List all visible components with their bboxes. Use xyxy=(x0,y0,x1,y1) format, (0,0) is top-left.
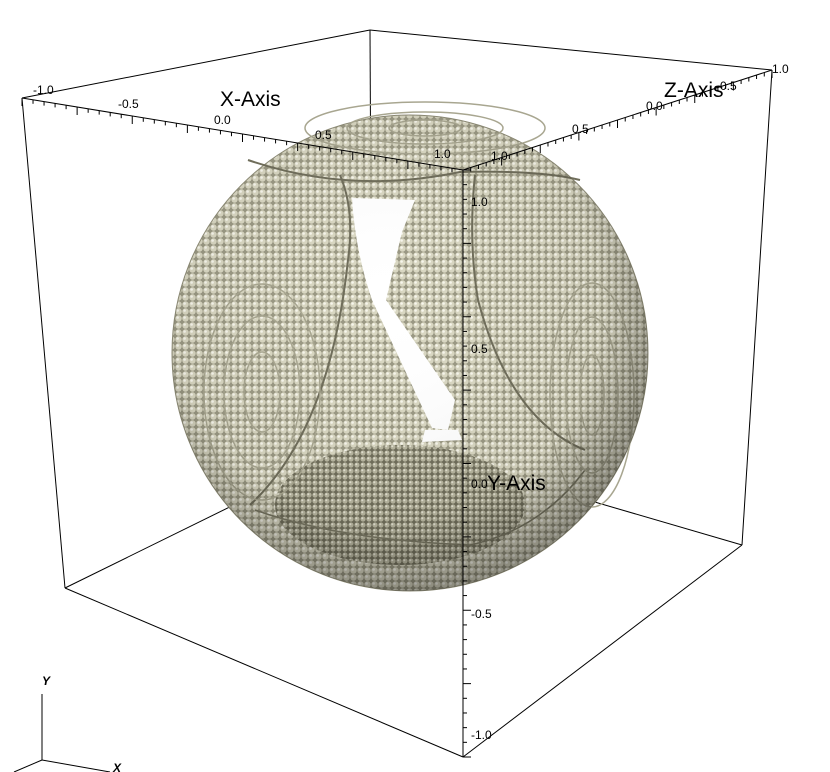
z-tick-label: 0.0 xyxy=(646,99,663,113)
x-tick-label: -1.0 xyxy=(33,83,54,97)
y-axis-tick-labels: 1.0 0.5 0.0 -0.5 -1.0 xyxy=(471,195,492,742)
y-tick-label: 0.5 xyxy=(471,342,488,356)
y-tick-label: -1.0 xyxy=(471,728,492,742)
x-tick-label: -0.5 xyxy=(118,97,139,111)
z-tick-label: 1.0 xyxy=(491,149,508,163)
x-axis-tick-labels: -1.0 -0.5 0.0 0.5 1.0 xyxy=(33,83,451,161)
x-tick-label: 0.0 xyxy=(214,113,231,127)
axis-ticks xyxy=(21,70,773,758)
orientation-y-label: Y xyxy=(42,674,51,688)
y-tick-label: -0.5 xyxy=(471,607,492,621)
z-tick-label: -0.5 xyxy=(716,79,737,93)
z-tick-label: 0.5 xyxy=(572,122,589,136)
z-axis-tick-labels: 1.0 0.5 0.0 -0.5 1.0 xyxy=(491,62,789,163)
x-tick-label: 1.0 xyxy=(434,147,451,161)
z-tick-label: 1.0 xyxy=(772,62,789,76)
orientation-triad: Y X xyxy=(13,674,122,772)
x-axis-title: X-Axis xyxy=(220,88,281,111)
y-tick-label: 1.0 xyxy=(471,195,488,209)
z-axis-title: Z-Axis xyxy=(664,79,724,102)
sphere-model[interactable] xyxy=(171,101,649,592)
orientation-x-label: X xyxy=(112,761,122,772)
y-tick-label: 0.0 xyxy=(471,477,488,491)
x-tick-label: 0.5 xyxy=(315,128,332,142)
y-axis-title: Y-Axis xyxy=(487,472,546,495)
